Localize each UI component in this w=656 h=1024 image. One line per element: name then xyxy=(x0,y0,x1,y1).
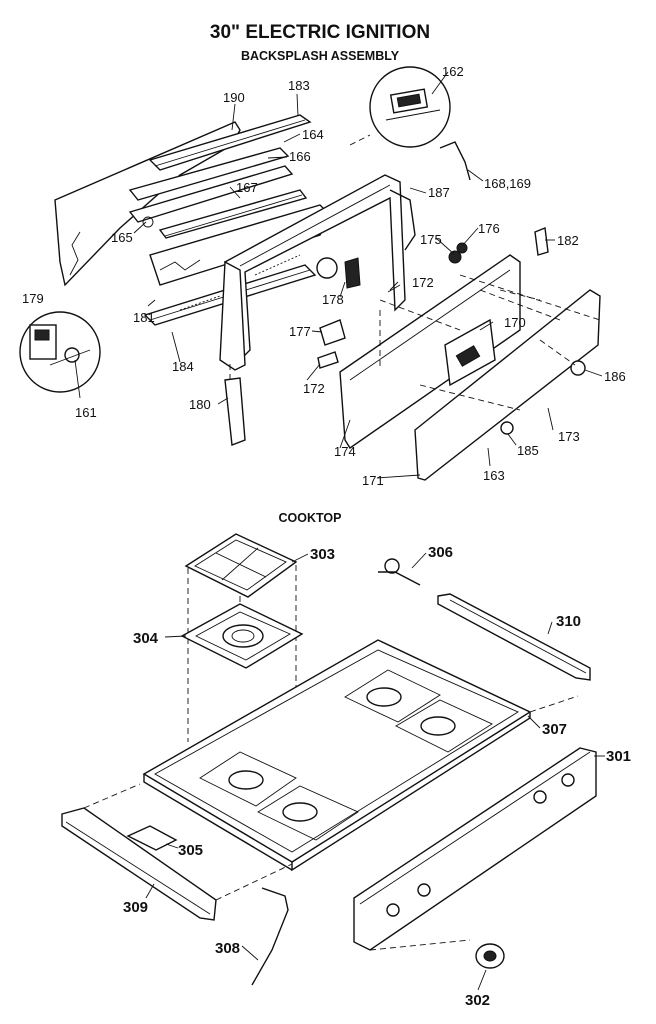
part-label: 164 xyxy=(302,127,324,142)
part-label: 305 xyxy=(178,842,203,859)
part-label: 304 xyxy=(133,630,159,647)
part-label: 163 xyxy=(483,468,505,483)
part-label: 168,169 xyxy=(484,176,531,191)
cooktop-section-title: COOKTOP xyxy=(279,511,342,525)
part-label: 177 xyxy=(289,324,311,339)
diagram-title: 30" ELECTRIC IGNITION xyxy=(210,22,430,43)
part-label: 185 xyxy=(517,443,539,458)
part-label: 171 xyxy=(362,473,384,488)
part-label: 179 xyxy=(22,291,44,306)
cooktop-drawing xyxy=(61,533,597,986)
part-label: 178 xyxy=(322,292,344,307)
part-label: 307 xyxy=(542,721,567,738)
part-label: 172 xyxy=(412,275,434,290)
part-label: 182 xyxy=(557,233,579,248)
part-label: 162 xyxy=(442,64,464,79)
part-labels: 190 183 164 166 162 168,169 167 187 165 … xyxy=(22,64,631,1009)
part-label: 175 xyxy=(420,232,442,247)
part-label: 170 xyxy=(504,315,526,330)
part-label: 161 xyxy=(75,405,97,420)
part-label: 306 xyxy=(428,544,453,561)
part-label: 308 xyxy=(215,940,240,957)
diagram-subtitle: BACKSPLASH ASSEMBLY xyxy=(241,49,400,63)
part-label: 186 xyxy=(604,369,626,384)
part-label: 174 xyxy=(334,444,356,459)
part-label: 310 xyxy=(556,613,581,630)
part-label: 309 xyxy=(123,899,148,916)
part-label: 165 xyxy=(111,230,133,245)
part-label: 180 xyxy=(189,397,211,412)
leader-lines xyxy=(74,71,605,991)
part-label: 167 xyxy=(236,180,258,195)
part-label: 303 xyxy=(310,546,335,563)
part-label: 183 xyxy=(288,78,310,93)
backsplash-drawing xyxy=(19,66,601,481)
part-label: 190 xyxy=(223,90,245,105)
part-label: 172 xyxy=(303,381,325,396)
part-label: 181 xyxy=(133,310,155,325)
part-label: 302 xyxy=(465,992,490,1009)
part-label: 301 xyxy=(606,748,631,765)
part-label: 184 xyxy=(172,359,194,374)
part-label: 173 xyxy=(558,429,580,444)
part-label: 176 xyxy=(478,221,500,236)
part-label: 166 xyxy=(289,149,311,164)
part-label: 187 xyxy=(428,185,450,200)
